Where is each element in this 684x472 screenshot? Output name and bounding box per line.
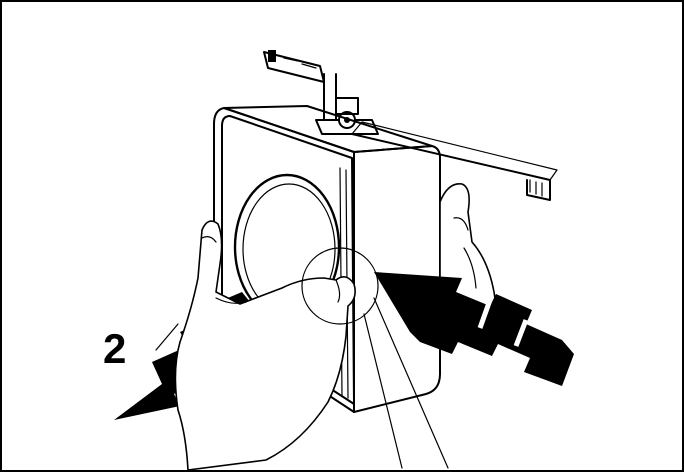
push-arrow-icon [374,272,574,386]
hand-icon [155,220,356,470]
step-number: 2 [103,325,127,372]
detail-circle-icon [301,247,449,469]
wall-bracket-icon [263,50,558,201]
